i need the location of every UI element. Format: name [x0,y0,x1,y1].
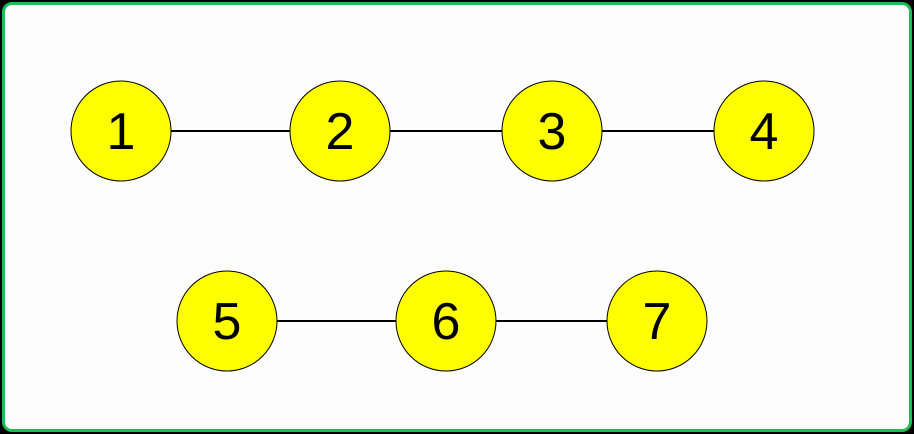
node-6: 6 [395,270,497,372]
node-circle [395,270,497,372]
node-label: 5 [213,293,242,351]
nodes-layer: 1 2 3 4 5 6 7 [70,80,815,372]
node-label: 6 [432,293,461,351]
node-circle [501,80,603,182]
node-label: 1 [107,103,136,161]
node-5: 5 [176,270,278,372]
node-label: 4 [750,103,779,161]
node-2: 2 [289,80,391,182]
node-circle [176,270,278,372]
node-4: 4 [713,80,815,182]
node-3: 3 [501,80,603,182]
node-label: 2 [326,103,355,161]
node-circle [289,80,391,182]
node-circle [606,270,708,372]
node-circle [70,80,172,182]
node-label: 3 [538,103,567,161]
node-7: 7 [606,270,708,372]
node-label: 7 [643,293,672,351]
node-circle [713,80,815,182]
node-1: 1 [70,80,172,182]
